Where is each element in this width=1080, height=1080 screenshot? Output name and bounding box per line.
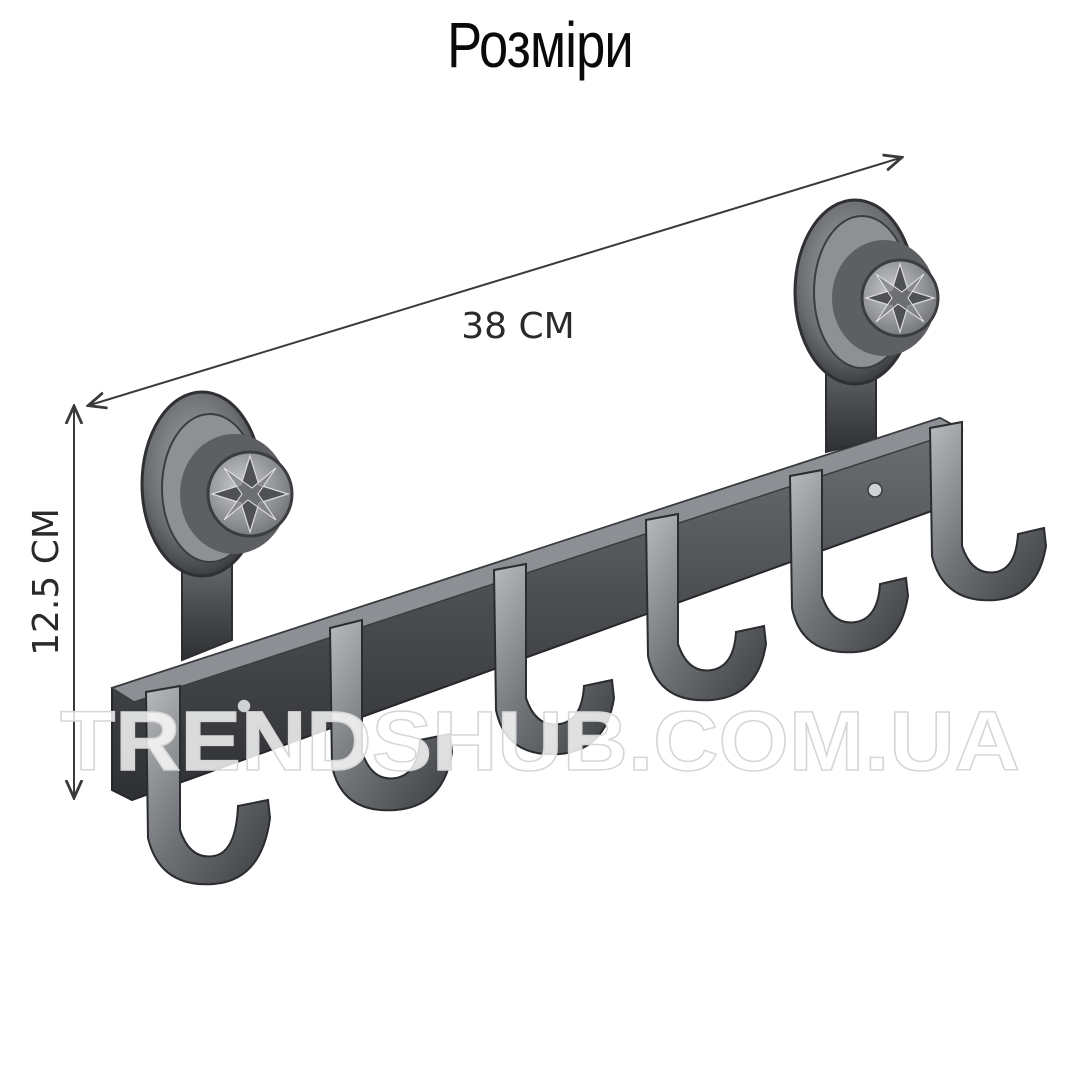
hook-5 [788,468,910,654]
screw-left-icon [236,698,252,714]
page-title: Розміри [447,9,634,81]
hook-3 [492,562,616,756]
width-dimension-line [90,158,900,405]
watermark: TRENDSHUB.COM.UA [60,694,1020,788]
hook-4 [644,512,768,702]
screw-right-icon [867,482,883,498]
hook-6 [928,420,1048,602]
right-mount [793,198,940,454]
height-dimension-label: 12.5 CM [26,508,67,656]
hook-1 [144,684,272,886]
hook-2 [328,618,454,812]
hooks [144,420,1048,886]
width-dimension-label: 38 CM [461,306,574,347]
left-mount [140,390,294,662]
